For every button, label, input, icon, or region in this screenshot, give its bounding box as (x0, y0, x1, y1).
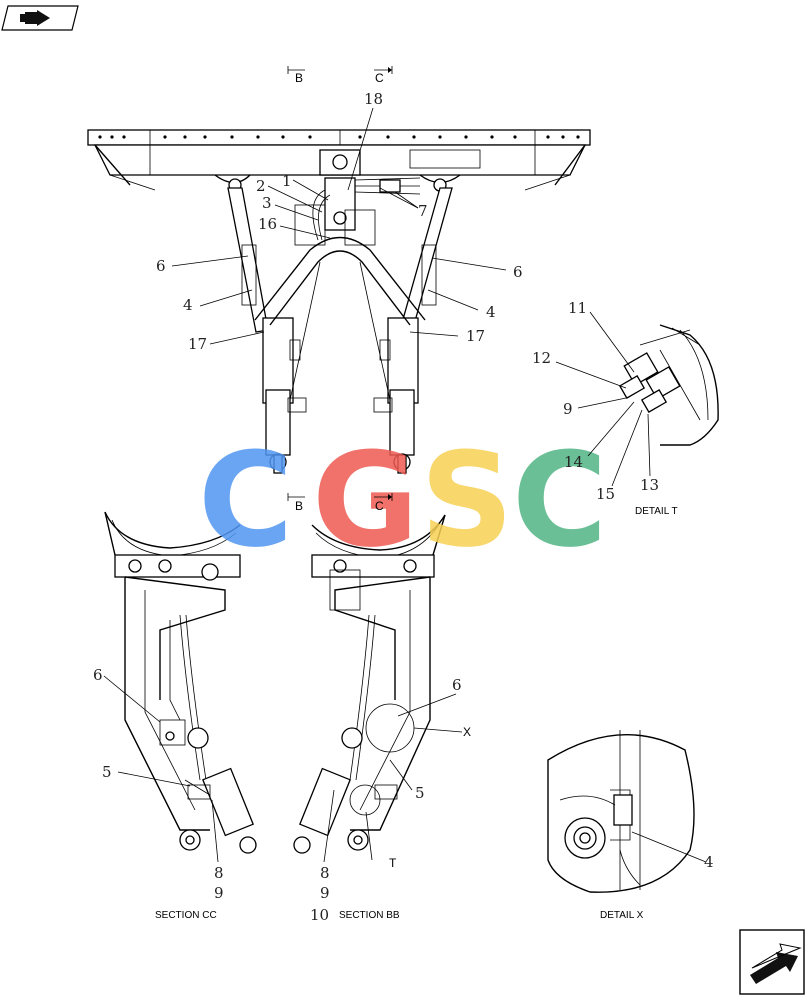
section-mark-c-mid: C (375, 499, 384, 513)
part-label-17-left: 17 (188, 335, 207, 353)
part-label-3: 3 (262, 194, 272, 212)
watermark-letter-g: G (312, 424, 419, 576)
part-label-10-bb: 10 (310, 906, 329, 924)
part-label-9-bb: 9 (320, 884, 330, 902)
watermark-letter-c1: C (198, 424, 293, 576)
section-cc (104, 511, 257, 854)
watermark-letter-c2: C (512, 424, 607, 576)
leader-lines (103, 107, 707, 863)
part-label-6-left: 6 (156, 257, 166, 275)
part-label-7: 7 (418, 202, 428, 220)
section-bb (293, 514, 446, 854)
part-label-17-right: 17 (466, 327, 485, 345)
part-label-5-cc: 5 (102, 763, 112, 781)
callout-x: X (463, 725, 471, 739)
detail-x (547, 730, 695, 893)
part-label-2: 2 (256, 177, 266, 195)
caption-detail-t: DETAIL T (635, 506, 678, 517)
callout-t: T (389, 856, 397, 870)
caption-detail-x: DETAIL X (600, 910, 644, 921)
part-label-4-detail: 4 (704, 853, 714, 871)
watermark-letter-s: S (420, 424, 514, 576)
part-labels: 18 1 2 3 16 7 6 6 4 4 17 17 11 12 9 14 1… (93, 90, 714, 924)
part-label-12: 12 (532, 349, 551, 367)
part-label-16: 16 (258, 215, 277, 233)
watermark: C G S C (198, 424, 607, 576)
part-label-18: 18 (364, 90, 383, 108)
part-label-6-right: 6 (513, 263, 523, 281)
next-arrow-icon[interactable] (739, 929, 805, 995)
part-label-1: 1 (282, 172, 292, 190)
section-mark-b-top: B (295, 71, 303, 85)
part-label-4-right: 4 (486, 303, 496, 321)
back-arrow-icon[interactable] (1, 5, 79, 31)
detail-t (618, 324, 719, 446)
part-label-13: 13 (640, 476, 659, 494)
caption-section-cc: SECTION CC (155, 910, 217, 921)
part-label-6-cc: 6 (93, 666, 103, 684)
part-label-11: 11 (568, 299, 587, 317)
part-label-14: 14 (564, 453, 583, 471)
main-assembly (87, 129, 591, 474)
part-label-6-bb: 6 (452, 676, 462, 694)
part-label-5-bb: 5 (415, 784, 425, 802)
part-label-15: 15 (596, 485, 615, 503)
part-label-4-left: 4 (183, 296, 193, 314)
section-marks: B C B C (287, 66, 393, 513)
section-mark-b-mid: B (295, 499, 303, 513)
caption-section-bb: SECTION BB (339, 910, 400, 921)
captions: DETAIL T SECTION CC SECTION BB DETAIL X (155, 506, 678, 921)
part-label-8-bb: 8 (320, 864, 330, 882)
part-label-9-detail: 9 (563, 400, 573, 418)
section-mark-c-top: C (375, 71, 384, 85)
part-label-9-cc: 9 (214, 884, 224, 902)
part-label-8-cc: 8 (214, 864, 224, 882)
